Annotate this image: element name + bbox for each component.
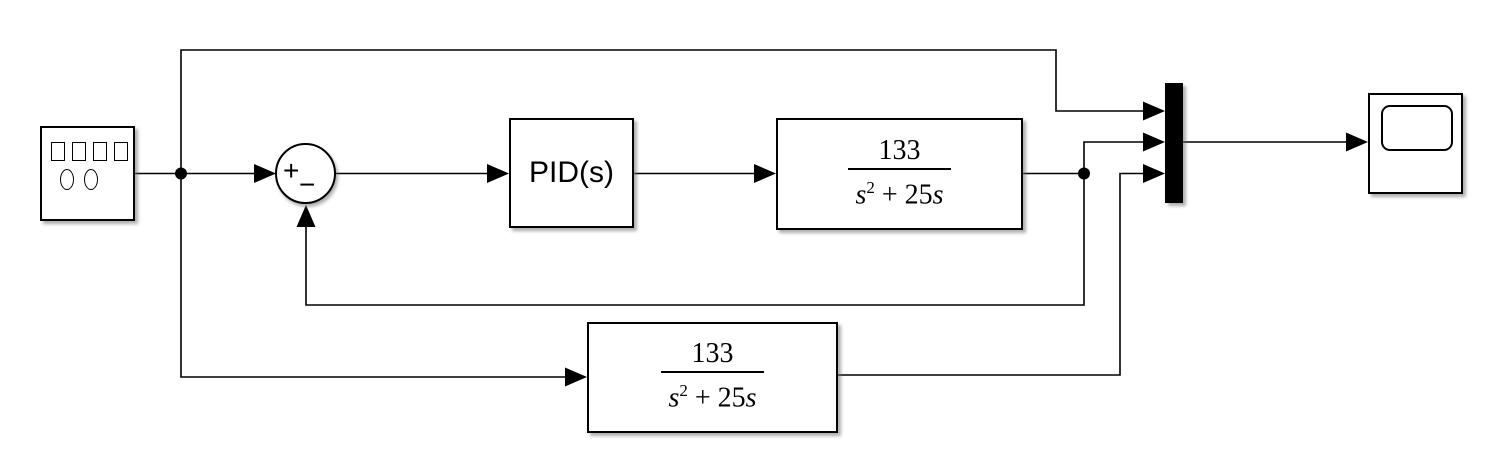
sum-plus-sign: + xyxy=(283,155,300,186)
mux-block[interactable] xyxy=(1165,83,1183,203)
tf-den-s: s xyxy=(855,179,867,211)
wire-openloop-tf-to-mux-bottom[interactable] xyxy=(838,172,1145,376)
scope-block[interactable] xyxy=(1368,93,1463,194)
scope-screen-icon xyxy=(1381,105,1453,151)
wire-source-to-openloop-tf[interactable] xyxy=(180,173,567,378)
arrowhead-icon-plant-tf-input xyxy=(754,164,776,183)
arrowhead-icon-mux-input1 xyxy=(1143,101,1165,121)
arrowhead-icon-openloop-tf-input xyxy=(565,367,587,387)
waveform-square-icon xyxy=(114,142,128,161)
junction-dot-icon-source-branch xyxy=(175,167,187,180)
signal-builder-icon xyxy=(51,142,128,161)
waveform-square-icon xyxy=(72,142,86,161)
wire-source-to-mux-top[interactable] xyxy=(180,49,1145,174)
arrowhead-icon-mux-input3 xyxy=(1143,164,1165,183)
transfer-function-fraction: 133 s2 + 25s xyxy=(661,338,764,415)
arrowhead-icon-sum-feedback-input xyxy=(296,205,316,227)
tf-denominator: s2 + 25s xyxy=(848,167,951,212)
waveform-square-icon xyxy=(93,142,107,161)
tf-den-mid: + 25 xyxy=(874,179,933,211)
sum-minus-sign: − xyxy=(299,169,316,200)
waveform-oval-icon xyxy=(60,169,74,190)
pid-controller-block[interactable]: PID(s) xyxy=(509,118,634,228)
tf-numerator: 133 xyxy=(691,338,734,370)
arrowhead-icon-mux-input2 xyxy=(1143,132,1165,152)
plant-transfer-fcn-block[interactable]: 133 s2 + 25s xyxy=(776,118,1023,230)
tf-denominator: s2 + 25s xyxy=(661,371,764,415)
tf-numerator: 133 xyxy=(878,134,921,166)
tf-den-s2: s xyxy=(745,382,757,414)
open-loop-transfer-fcn-block[interactable]: 133 s2 + 25s xyxy=(587,322,838,433)
signal-builder-ovals xyxy=(60,169,98,190)
wire-feedback-to-sum[interactable] xyxy=(305,173,1085,306)
tf-den-s2: s xyxy=(932,179,944,211)
arrowhead-icon-pid-input xyxy=(487,164,509,183)
tf-den-exponent: 2 xyxy=(866,177,875,197)
signal-builder-block[interactable] xyxy=(40,126,135,221)
junction-dot-icon-plant-output-branch xyxy=(1078,167,1090,180)
waveform-oval-icon xyxy=(84,169,98,190)
transfer-function-fraction: 133 s2 + 25s xyxy=(848,134,951,212)
pid-label: PID(s) xyxy=(529,156,614,189)
waveform-square-icon xyxy=(51,142,65,161)
wire-plant-to-mux-middle[interactable] xyxy=(1083,141,1145,174)
tf-den-mid: + 25 xyxy=(687,382,746,414)
arrowhead-icon-scope-input xyxy=(1346,132,1368,152)
tf-den-exponent: 2 xyxy=(679,381,688,401)
tf-den-s: s xyxy=(668,382,680,414)
sum-block[interactable]: + − xyxy=(275,143,336,204)
arrowhead-icon-sum-input xyxy=(254,164,276,183)
